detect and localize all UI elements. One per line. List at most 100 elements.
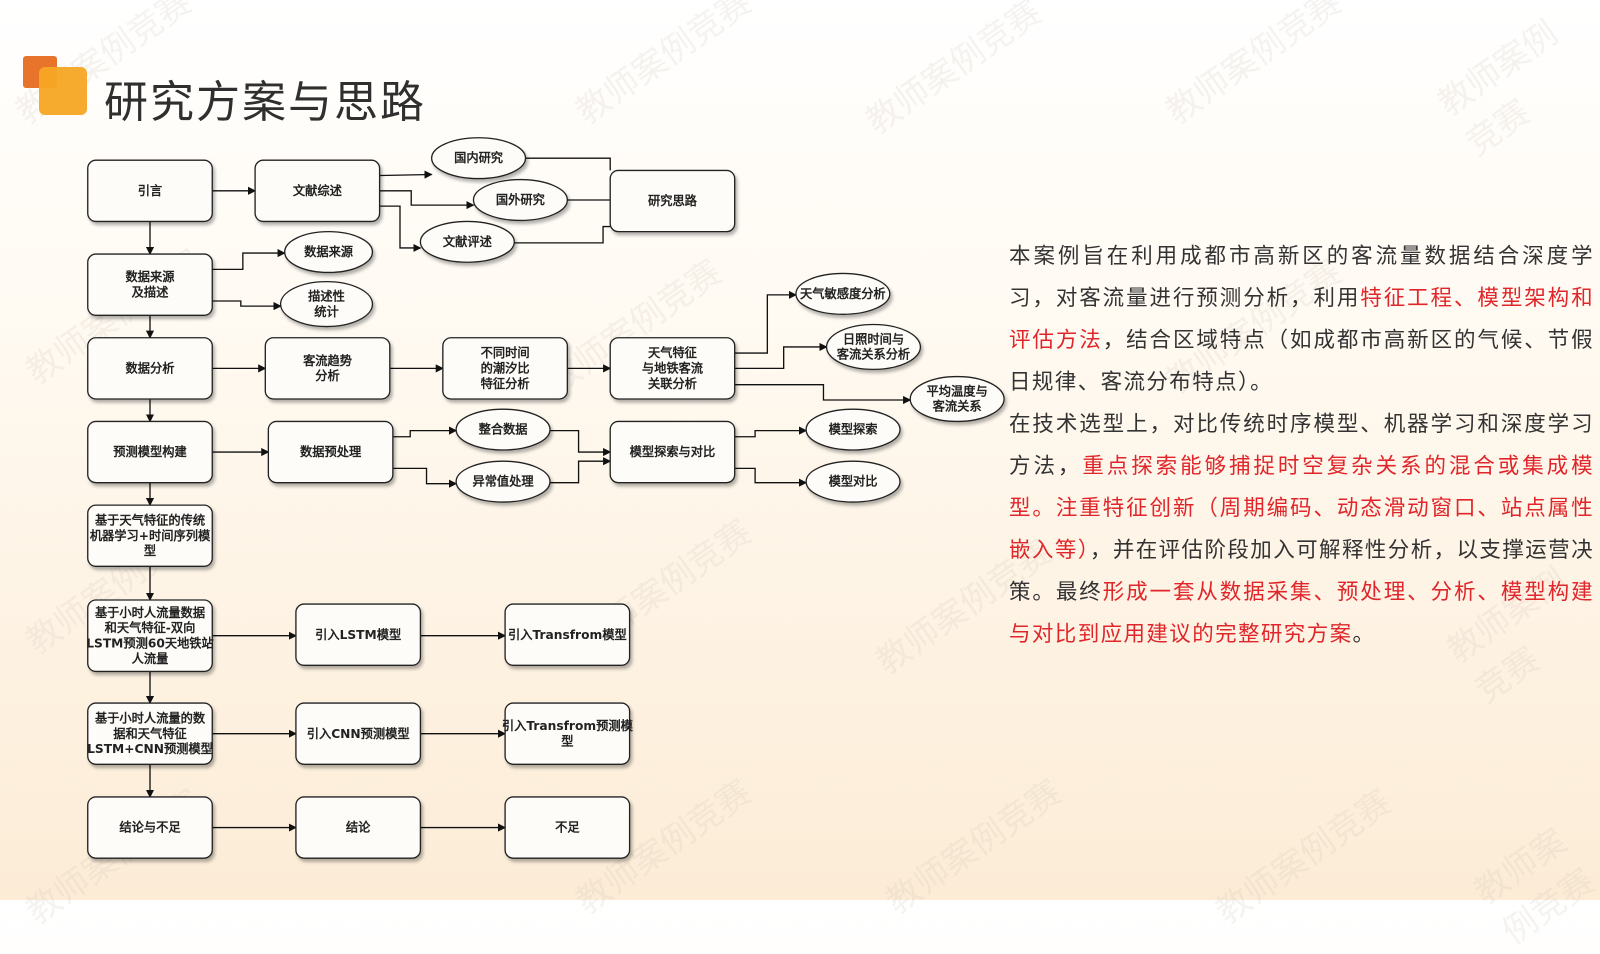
body-text: ，结合区域特点（如成都市高新区的气候、节假日规律、客流分布特点）。 xyxy=(1009,328,1594,395)
node-label-line: 天气特征 xyxy=(648,345,698,360)
node-domestic: 国内研究 xyxy=(430,137,527,180)
node-label: 数据预处理 xyxy=(300,444,362,459)
node-label: 模型探索与对比 xyxy=(630,444,716,459)
process-box xyxy=(442,337,569,400)
topic-ellipse xyxy=(455,460,551,503)
node-label-line: 关联分析 xyxy=(648,376,697,391)
node-label: 模型对比 xyxy=(829,474,878,489)
node-label-line: 据和天气特征 xyxy=(113,726,187,741)
node-label-line: 型 xyxy=(144,543,156,558)
node-label: 客流趋势分析 xyxy=(302,353,353,383)
node-mcmp: 模型对比 xyxy=(805,460,901,503)
flow-arrow xyxy=(379,170,433,179)
node-lit: 文献综述 xyxy=(254,159,381,223)
node-preproc: 数据预处理 xyxy=(267,420,394,484)
body-text: 本案例旨在利用成都市高新区的客流量数据结合深度学习，对客流量进行预测分析，利用 xyxy=(1009,244,1594,311)
node-sun: 日照时间与客流关系分析 xyxy=(825,323,922,371)
node-trend: 客流趋势分析 xyxy=(264,337,391,400)
node-label-line: LSTM预测60天地铁站 xyxy=(86,635,214,650)
flow-arrow xyxy=(379,205,422,253)
flow-arrow xyxy=(379,190,475,210)
highlighted-text: 形成一套从数据采集、预处理、分析、模型构建与对比到应用建议的完整研究方案 xyxy=(1009,580,1594,647)
process-box xyxy=(87,337,213,400)
flow-arrow xyxy=(734,384,912,405)
node-label-line: 数据来源 xyxy=(304,244,354,259)
node-label: 不足 xyxy=(555,821,580,835)
node-label: 天气特征与地铁客流关联分析 xyxy=(642,345,704,391)
node-label: 描述性统计 xyxy=(308,289,345,319)
topic-ellipse xyxy=(805,460,901,503)
node-trad: 基于天气特征的传统机器学习+时间序列模型 xyxy=(87,504,213,567)
topic-ellipse xyxy=(419,220,515,263)
node-label: 数据来源及描述 xyxy=(126,269,176,299)
node-label-line: 引入Transfrom预测模 xyxy=(502,718,634,733)
node-concl: 结论与不足 xyxy=(87,796,213,859)
process-box xyxy=(87,420,213,484)
node-label-line: LSTM+CNN预测模型 xyxy=(87,741,213,756)
node-review: 文献评述 xyxy=(419,220,515,263)
node-label-line: 文献评述 xyxy=(443,234,493,249)
node-label-line: 和天气特征-双向 xyxy=(104,620,196,635)
node-jielun: 结论 xyxy=(295,796,422,859)
node-label-line: 文献综述 xyxy=(293,183,343,198)
body-text: ，并在评估阶段加入可解释性分析，以支撑运营决策。最终 xyxy=(1009,538,1594,605)
topic-ellipse xyxy=(455,408,551,451)
node-label: 文献评述 xyxy=(443,234,493,249)
topic-ellipse xyxy=(284,230,374,274)
node-label: 数据来源 xyxy=(304,244,354,259)
node-label: 引入CNN预测模型 xyxy=(307,726,410,741)
node-label: 引入LSTM模型 xyxy=(315,627,401,642)
node-tide: 不同时间的潮汐比特征分析 xyxy=(442,337,569,400)
node-transf: 引入Transfrom模型 xyxy=(504,603,631,666)
topic-ellipse xyxy=(909,375,1005,423)
node-label: 文献综述 xyxy=(293,183,343,198)
node-label: 异常值处理 xyxy=(472,474,534,489)
node-label-line: 特征分析 xyxy=(481,376,530,391)
process-box xyxy=(87,599,213,673)
node-label-line: 引入Transfrom模型 xyxy=(508,627,627,642)
node-label-line: 数据分析 xyxy=(126,360,175,375)
node-label: 模型探索 xyxy=(829,422,878,437)
node-cnn: 引入CNN预测模型 xyxy=(295,702,422,765)
process-box xyxy=(504,603,631,666)
node-label-line: 预测模型构建 xyxy=(113,444,187,459)
node-label-line: 模型探索与对比 xyxy=(630,444,716,459)
node-label: 国内研究 xyxy=(454,150,504,165)
process-box xyxy=(87,159,213,223)
node-label: 日照时间与客流关系分析 xyxy=(836,331,910,361)
process-box xyxy=(254,159,381,223)
process-box xyxy=(87,504,213,567)
node-label-line: 客流关系分析 xyxy=(836,347,910,362)
flow-arrow xyxy=(734,342,828,370)
logo-square-light xyxy=(39,67,87,115)
node-label-line: 日照时间与 xyxy=(843,331,904,346)
node-label: 基于天气特征的传统机器学习+时间序列模型 xyxy=(90,512,211,558)
node-label: 研究思路 xyxy=(648,193,698,208)
node-label-line: 引入CNN预测模型 xyxy=(307,726,410,741)
node-label-line: 异常值处理 xyxy=(472,474,534,489)
topic-ellipse xyxy=(430,137,527,180)
node-label: 引言 xyxy=(138,183,162,198)
node-label-line: 国外研究 xyxy=(496,192,546,207)
node-label-line: 分析 xyxy=(315,368,339,383)
flow-arrow xyxy=(734,290,797,354)
node-label-line: 人流量 xyxy=(132,651,169,666)
node-label: 引入Transfrom模型 xyxy=(508,627,627,642)
node-src: 数据来源 xyxy=(284,230,374,274)
node-label-line: 引言 xyxy=(138,183,162,198)
process-box xyxy=(264,337,391,400)
highlighted-text: 特征工程、模型架构和评估方法 xyxy=(1009,286,1594,353)
topic-ellipse xyxy=(825,323,922,371)
node-stat: 描述性统计 xyxy=(279,280,374,328)
node-label-line: 引入LSTM模型 xyxy=(315,627,401,642)
topic-ellipse xyxy=(795,272,891,315)
flow-arrow xyxy=(212,300,282,311)
page-title: 研究方案与思路 xyxy=(104,77,426,128)
node-label: 预测模型构建 xyxy=(113,444,187,459)
flow-arrow xyxy=(392,426,458,438)
